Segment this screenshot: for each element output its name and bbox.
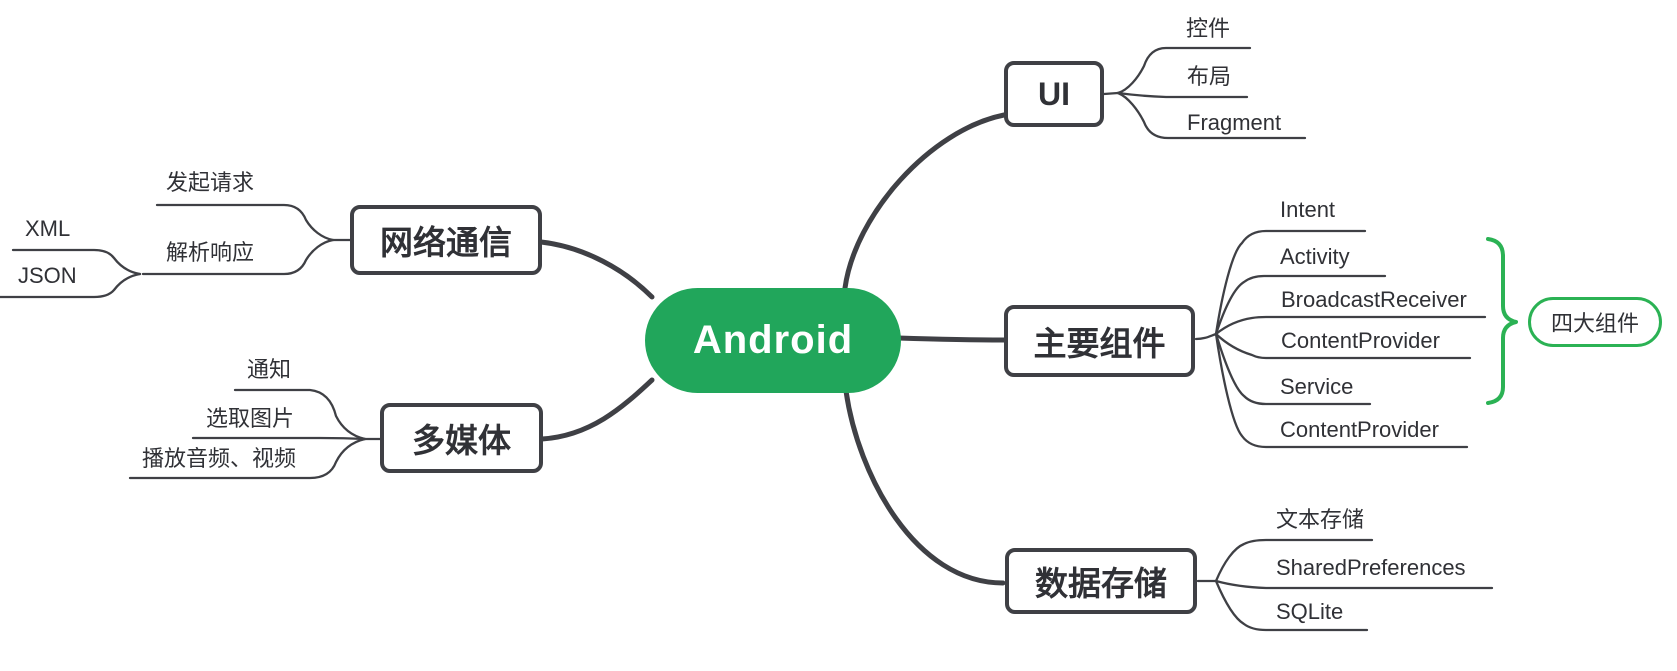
node-android-root[interactable]: Android	[645, 288, 901, 393]
leaf-activity[interactable]: Activity	[1280, 244, 1350, 269]
leaf-line-sharedpreferences	[1214, 579, 1494, 590]
branch-multimedia-line	[539, 377, 655, 442]
callout-four-components[interactable]: 四大组件	[1528, 297, 1662, 347]
leaf-play-av[interactable]: 播放音频、视频	[142, 446, 297, 471]
leaf-line-notification	[233, 388, 367, 441]
leaf-line-play-av	[128, 437, 367, 480]
leaf-line-send-request	[155, 203, 335, 242]
node-multimedia[interactable]: 多媒体	[380, 403, 543, 473]
node-network[interactable]: 网络通信	[350, 205, 542, 275]
leaf-sqlite[interactable]: SQLite	[1276, 599, 1344, 624]
leaf-line-service	[1214, 332, 1372, 406]
leaf-json[interactable]: JSON	[18, 263, 77, 288]
node-data-storage[interactable]: 数据存储	[1005, 548, 1197, 614]
leaf-text-storage[interactable]: 文本存储	[1276, 507, 1365, 532]
leaf-line-text-storage	[1214, 538, 1374, 583]
leaf-xml[interactable]: XML	[25, 216, 71, 241]
branch-ui-line	[842, 112, 1007, 291]
components-fork-stub	[1194, 332, 1218, 341]
four-components-brace	[1486, 237, 1518, 405]
leaf-fragment[interactable]: Fragment	[1187, 110, 1282, 135]
leaf-line-pick-image	[191, 436, 367, 441]
leaf-layout[interactable]: 布局	[1187, 64, 1232, 89]
leaf-line-widgets	[1116, 46, 1252, 95]
branch-storage-line	[843, 388, 1006, 586]
leaf-parse-response[interactable]: 解析响应	[166, 240, 255, 265]
leaf-contentprovider-2[interactable]: ContentProvider	[1280, 417, 1439, 442]
leaf-sharedpreferences[interactable]: SharedPreferences	[1276, 555, 1466, 580]
leaf-line-intent	[1214, 229, 1367, 336]
leaf-line-contentprovider	[1214, 332, 1472, 360]
leaf-line-json	[0, 272, 142, 299]
leaf-notification[interactable]: 通知	[247, 357, 292, 382]
leaf-line-parse-response	[141, 238, 335, 276]
node-ui[interactable]: UI	[1004, 61, 1104, 127]
leaf-widgets[interactable]: 控件	[1186, 16, 1231, 41]
leaf-broadcastreceiver[interactable]: BroadcastReceiver	[1281, 287, 1467, 312]
leaf-service[interactable]: Service	[1280, 374, 1354, 399]
leaf-send-request[interactable]: 发起请求	[166, 170, 255, 195]
leaf-line-fragment	[1116, 91, 1307, 140]
node-main-components[interactable]: 主要组件	[1004, 305, 1195, 377]
ui-fork-stub	[1102, 91, 1120, 96]
branch-network-line	[538, 239, 655, 300]
leaf-line-layout	[1116, 91, 1249, 99]
leaf-contentprovider[interactable]: ContentProvider	[1281, 328, 1440, 353]
leaf-line-broadcastreceiver	[1214, 315, 1487, 336]
leaf-intent[interactable]: Intent	[1280, 197, 1336, 222]
leaf-line-contentprovider-2	[1214, 332, 1469, 449]
leaf-line-sqlite	[1214, 579, 1369, 632]
leaf-line-activity	[1214, 274, 1387, 336]
branch-components-line	[895, 335, 1007, 343]
leaf-line-xml	[11, 248, 142, 276]
leaf-pick-image[interactable]: 选取图片	[206, 406, 295, 431]
